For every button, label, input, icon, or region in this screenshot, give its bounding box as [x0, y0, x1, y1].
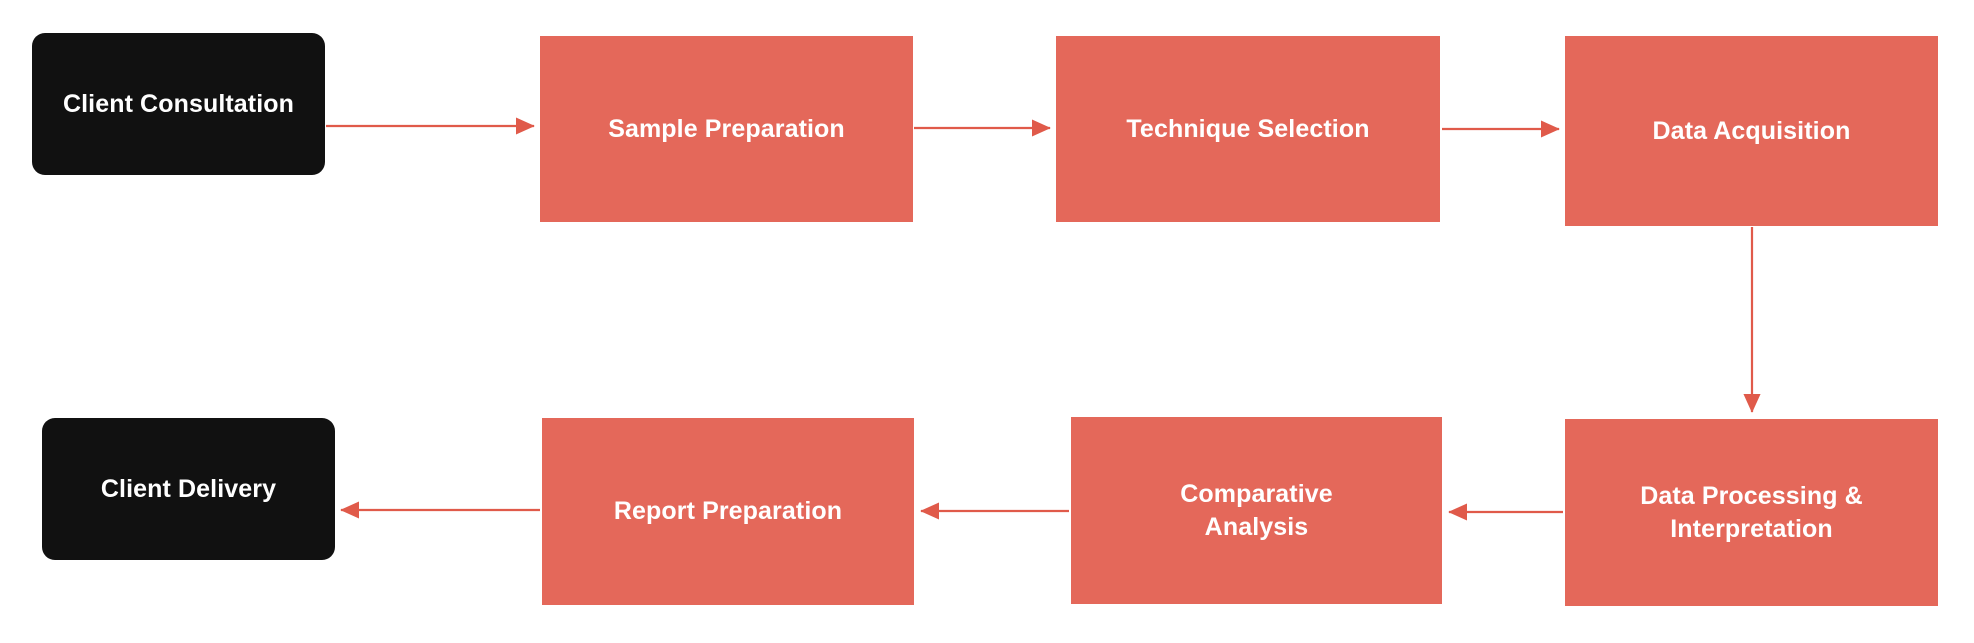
node-data-processing-interpretation[interactable]: Data Processing & Interpretation: [1565, 419, 1938, 606]
node-report-preparation[interactable]: Report Preparation: [542, 418, 914, 605]
node-label: Client Consultation: [62, 89, 295, 118]
node-client-consultation[interactable]: Client Consultation: [32, 33, 325, 175]
node-label: Data Acquisition: [1652, 116, 1851, 145]
node-sample-preparation[interactable]: Sample Preparation: [540, 36, 913, 222]
node-label: Client Delivery: [100, 474, 277, 503]
node-label: Technique Selection: [1126, 114, 1370, 143]
node-label: Sample Preparation: [608, 114, 845, 143]
node-technique-selection[interactable]: Technique Selection: [1056, 36, 1440, 222]
node-comparative-analysis[interactable]: Comparative Analysis: [1071, 417, 1442, 604]
node-label: Comparative Analysis: [1180, 479, 1333, 541]
node-client-delivery[interactable]: Client Delivery: [42, 418, 335, 560]
node-label: Data Processing & Interpretation: [1640, 481, 1863, 543]
node-data-acquisition[interactable]: Data Acquisition: [1565, 36, 1938, 226]
node-label: Report Preparation: [613, 497, 843, 525]
